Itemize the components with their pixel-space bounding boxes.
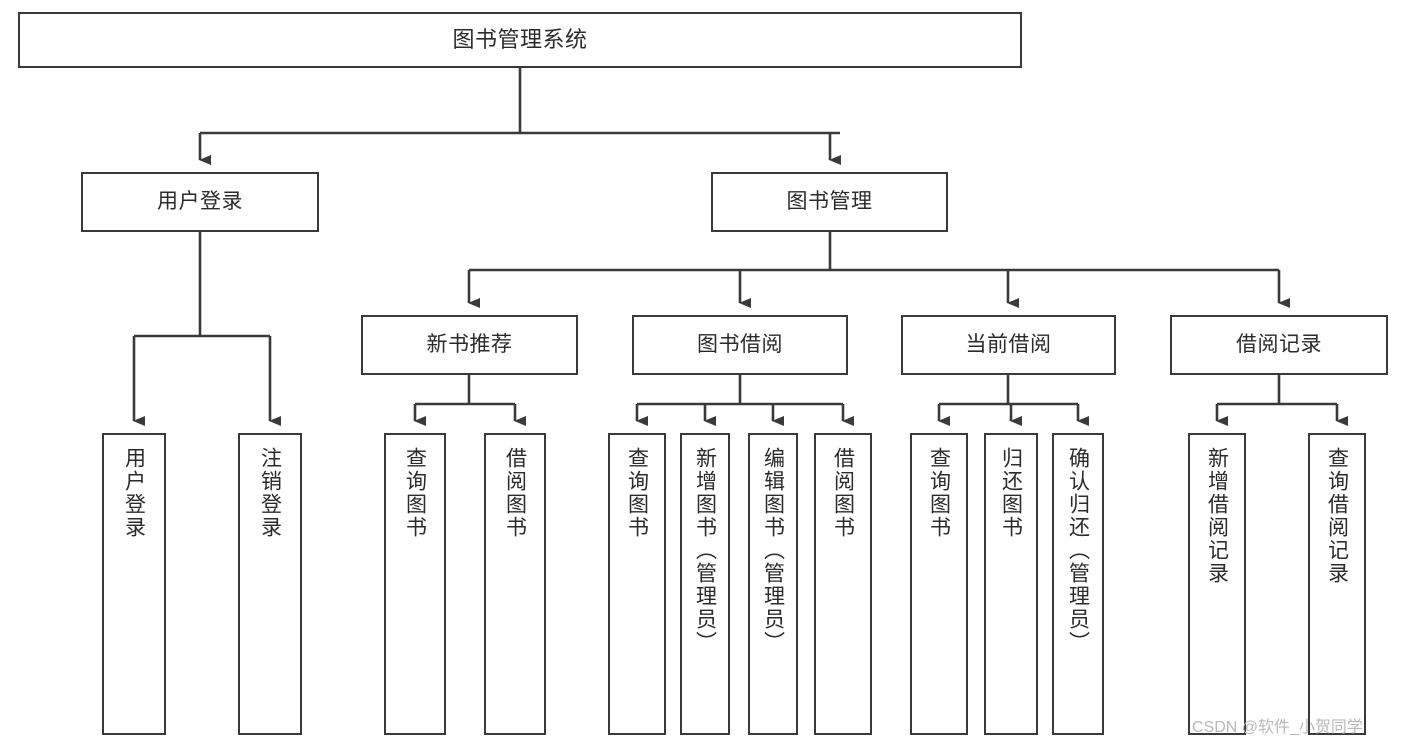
- leaf-lend-book-label: 借阅图书: [831, 447, 855, 539]
- leaf-borrow-book-newbook[interactable]: 借阅图书: [484, 433, 546, 735]
- leaf-add-borrow-record[interactable]: 新增借阅记录: [1188, 433, 1246, 735]
- node-current-borrow-label: 当前借阅: [965, 332, 1052, 356]
- leaf-return-book-label: 归还图书: [999, 447, 1023, 539]
- node-borrow-records[interactable]: 借阅记录: [1170, 315, 1388, 375]
- leaf-query-book-current[interactable]: 查询图书: [910, 433, 968, 735]
- leaf-query-borrow-record-label: 查询借阅记录: [1325, 447, 1349, 585]
- leaf-user-login-label: 用户登录: [122, 447, 146, 539]
- leaf-confirm-return-admin[interactable]: 确认归还（管理员）: [1052, 433, 1104, 735]
- node-current-borrow[interactable]: 当前借阅: [901, 315, 1116, 375]
- node-user-login-label: 用户登录: [157, 189, 243, 213]
- leaf-query-book-newbook[interactable]: 查询图书: [384, 433, 446, 735]
- leaf-logout[interactable]: 注销登录: [238, 433, 302, 735]
- leaf-add-borrow-record-label: 新增借阅记录: [1205, 447, 1229, 585]
- leaf-edit-book-admin[interactable]: 编辑图书（管理员）: [748, 433, 798, 735]
- node-book-management[interactable]: 图书管理: [711, 172, 948, 232]
- leaf-logout-label: 注销登录: [258, 447, 282, 539]
- leaf-add-book-admin-label: 新增图书（管理员）: [693, 447, 717, 654]
- node-borrow-records-label: 借阅记录: [1236, 332, 1322, 356]
- leaf-query-book-newbook-label: 查询图书: [403, 447, 427, 539]
- leaf-edit-book-admin-label: 编辑图书（管理员）: [761, 447, 785, 654]
- leaf-borrow-book-newbook-label: 借阅图书: [503, 447, 527, 539]
- node-user-login[interactable]: 用户登录: [81, 172, 319, 232]
- leaf-confirm-return-admin-label: 确认归还（管理员）: [1066, 447, 1090, 654]
- node-book-borrow-label: 图书借阅: [697, 332, 783, 356]
- node-new-book-recommend-label: 新书推荐: [426, 332, 513, 356]
- leaf-query-book-current-label: 查询图书: [927, 447, 951, 539]
- leaf-lend-book[interactable]: 借阅图书: [814, 433, 872, 735]
- leaf-user-login[interactable]: 用户登录: [102, 433, 166, 735]
- leaf-query-book-borrow[interactable]: 查询图书: [608, 433, 666, 735]
- node-book-management-label: 图书管理: [786, 189, 873, 213]
- watermark: CSDN @软件_小贺同学: [1192, 719, 1363, 736]
- leaf-return-book[interactable]: 归还图书: [984, 433, 1038, 735]
- node-root-label: 图书管理系统: [452, 27, 588, 53]
- node-root[interactable]: 图书管理系统: [18, 12, 1022, 68]
- leaf-query-book-borrow-label: 查询图书: [625, 447, 649, 539]
- leaf-query-borrow-record[interactable]: 查询借阅记录: [1308, 433, 1366, 735]
- node-book-borrow[interactable]: 图书借阅: [632, 315, 848, 375]
- node-new-book-recommend[interactable]: 新书推荐: [361, 315, 578, 375]
- leaf-add-book-admin[interactable]: 新增图书（管理员）: [680, 433, 730, 735]
